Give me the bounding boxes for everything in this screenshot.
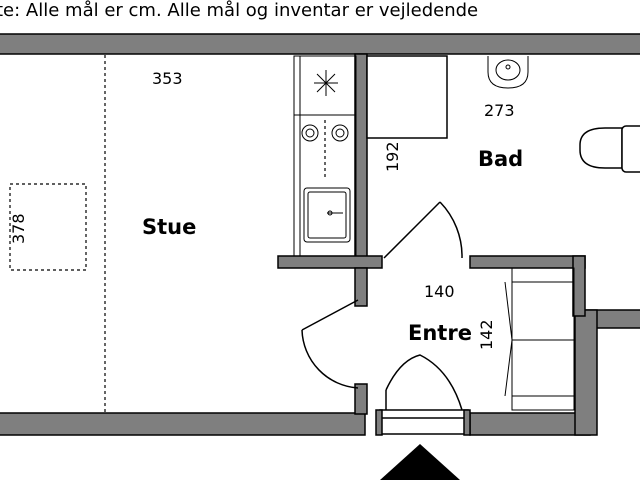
dimension-living-depth: 378 <box>9 213 28 244</box>
dimension-entrance-depth: 142 <box>477 319 496 350</box>
living-door-swing <box>301 299 359 389</box>
bath-shower-block <box>366 55 448 139</box>
fridge-icon <box>314 70 338 96</box>
dimension-bath-depth: 192 <box>383 141 402 172</box>
entry-door-swing <box>385 354 463 411</box>
outer-wall-top <box>0 33 640 55</box>
living-dotted-box <box>9 183 87 271</box>
kitchen-sink-icon <box>303 187 351 243</box>
wall-stub-upper <box>354 267 368 307</box>
wall-stub-lower <box>354 383 368 415</box>
wardrobe-icon <box>504 267 575 411</box>
dimension-entrance-width: 140 <box>424 282 455 301</box>
entry-door-frame <box>379 409 469 435</box>
room-label-living: Stue <box>142 215 196 239</box>
stove-icon <box>301 120 349 180</box>
entry-jamb-left <box>375 409 383 436</box>
outer-wall-bottom-left <box>0 412 366 436</box>
partition-wall-living-lower <box>277 255 383 269</box>
dimension-bath-width: 273 <box>484 101 515 120</box>
outer-wall-right-lower <box>574 309 598 436</box>
bath-door-swing <box>383 201 463 259</box>
partition-wall-kitchen-bath <box>354 53 368 261</box>
entry-arrow-icon <box>380 444 460 480</box>
washbasin-icon <box>487 56 529 89</box>
partition-wall-bath-bottom <box>469 255 586 269</box>
entry-jamb-right <box>463 409 471 436</box>
partition-wall-entrance-right <box>572 255 586 317</box>
dimension-living-width: 353 <box>152 69 183 88</box>
outer-wall-bottom-right <box>469 412 591 436</box>
kitchen-counter <box>293 55 357 257</box>
room-label-entrance: Entre <box>408 321 472 345</box>
room-label-bath: Bad <box>478 147 523 171</box>
disclaimer-note: te: Alle mål er cm. Alle mål og inventar… <box>0 0 479 21</box>
toilet-icon <box>579 125 640 173</box>
